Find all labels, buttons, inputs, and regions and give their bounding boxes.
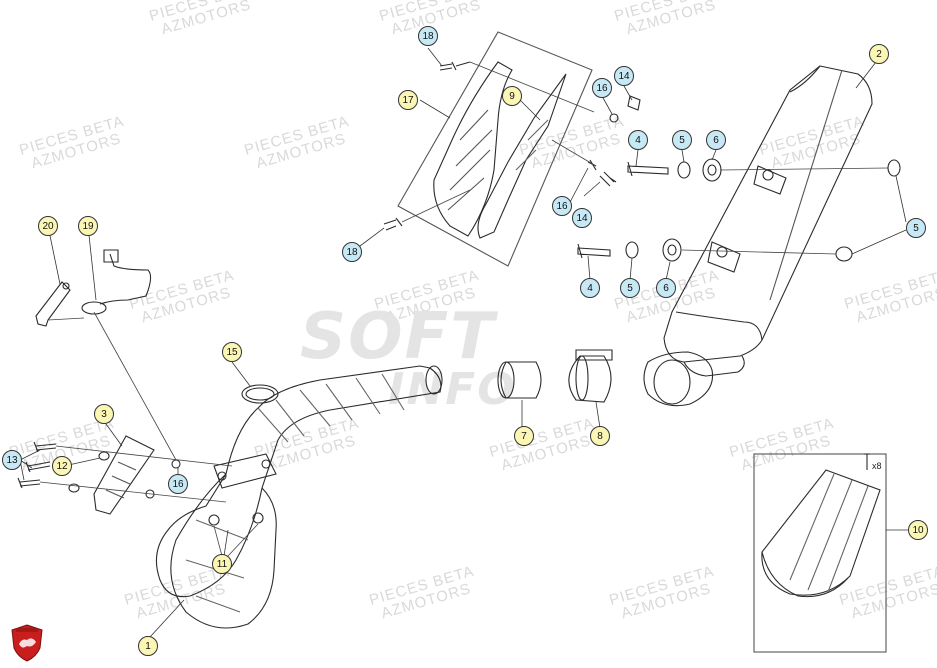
callout-6-lower[interactable]: 6	[656, 278, 676, 298]
gasket-15	[241, 384, 279, 404]
header-flange	[213, 453, 277, 489]
callout-4-upper[interactable]: 4	[628, 130, 648, 150]
callout-5-upper[interactable]: 5	[672, 130, 692, 150]
callout-10[interactable]: 10	[908, 520, 928, 540]
callout-16-middle[interactable]: 16	[552, 196, 572, 216]
lambda-sensor-19	[99, 253, 152, 305]
callout-11[interactable]: 11	[212, 554, 232, 574]
callout-18-upper[interactable]: 18	[418, 26, 438, 46]
callout-6-upper[interactable]: 6	[706, 130, 726, 150]
spacer-5-upper	[677, 161, 691, 179]
bolt-4-lower	[577, 243, 611, 259]
callout-15[interactable]: 15	[222, 342, 242, 362]
azmotors-shield-logo-icon	[11, 624, 43, 662]
washer-16	[609, 113, 619, 123]
callout-16-lower[interactable]: 16	[168, 474, 188, 494]
silencer-body	[663, 65, 873, 363]
callout-1[interactable]: 1	[138, 636, 158, 656]
silencer-bracket-upper	[753, 165, 787, 195]
callout-5-right[interactable]: 5	[906, 218, 926, 238]
clip-14	[627, 95, 641, 111]
spacer-5-right	[887, 159, 901, 177]
callout-16-upper[interactable]: 16	[592, 78, 612, 98]
screw-13-a	[33, 441, 57, 453]
kit-quantity-label: x8	[872, 461, 882, 471]
header-lower-bend	[170, 473, 277, 629]
nut-11-right	[252, 512, 264, 524]
screw-18-top	[439, 61, 471, 71]
sleeve-7	[500, 361, 542, 399]
callout-19[interactable]: 19	[78, 216, 98, 236]
grommet-6-lower	[662, 238, 682, 262]
header-pipe	[155, 365, 442, 598]
heat-shield-plate-9	[477, 73, 567, 239]
callout-14-lower[interactable]: 14	[572, 208, 592, 228]
nut-11-left	[208, 514, 220, 526]
callout-13[interactable]: 13	[2, 450, 22, 470]
callout-14-upper[interactable]: 14	[614, 66, 634, 86]
washer-12-b	[68, 483, 80, 493]
screw-14	[599, 171, 617, 187]
callout-20[interactable]: 20	[38, 216, 58, 236]
washer-12-a	[98, 451, 110, 461]
callout-7[interactable]: 7	[514, 426, 534, 446]
kit-box-10	[753, 453, 887, 653]
callout-2[interactable]: 2	[869, 44, 889, 64]
silencer-inlet-pipe	[643, 351, 714, 407]
screw-13-b	[25, 461, 51, 473]
callout-3[interactable]: 3	[94, 404, 114, 424]
callout-9[interactable]: 9	[502, 86, 522, 106]
grommet-6-upper	[702, 158, 722, 182]
callout-17[interactable]: 17	[398, 90, 418, 110]
screw-18-bottom	[383, 217, 403, 231]
rivet-icon	[864, 453, 870, 470]
watermark-info: INFO	[388, 364, 517, 415]
callout-12[interactable]: 12	[52, 456, 72, 476]
screw-13-c	[17, 477, 41, 489]
clamp-8	[568, 355, 612, 403]
heat-guard-3	[93, 435, 155, 515]
callout-5-lower[interactable]: 5	[620, 278, 640, 298]
spacer-5-lower	[625, 241, 639, 259]
bolt-4-upper	[627, 161, 669, 177]
silencer-bracket-lower	[707, 241, 741, 273]
spacer-5-far	[835, 246, 853, 262]
watermark-soft: SOFT	[300, 300, 496, 374]
washer-16-a	[171, 459, 181, 469]
end-cap-10	[761, 469, 881, 596]
callout-4-lower[interactable]: 4	[580, 278, 600, 298]
heat-shield-outline	[397, 31, 593, 267]
callout-18-lower[interactable]: 18	[342, 242, 362, 262]
heat-shield-17	[433, 61, 513, 237]
callout-8[interactable]: 8	[590, 426, 610, 446]
